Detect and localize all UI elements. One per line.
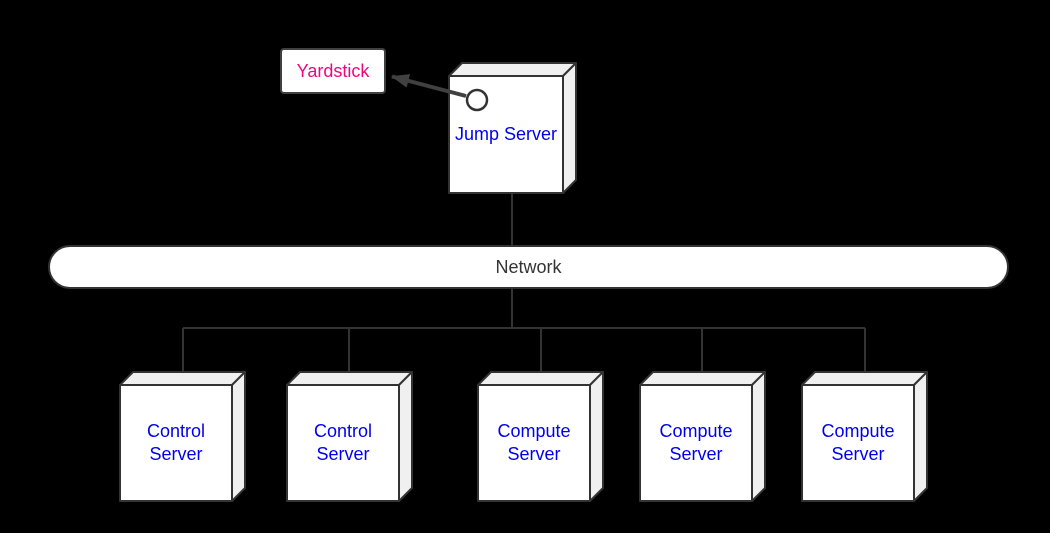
compute-server-2-box bbox=[639, 371, 766, 502]
network-label: Network bbox=[495, 256, 562, 277]
control-server-2-box bbox=[286, 371, 413, 502]
interface-circle-icon bbox=[465, 88, 489, 112]
jump-server-box bbox=[448, 62, 577, 194]
compute-server-3-box bbox=[801, 371, 928, 502]
yardstick-node: Yardstick bbox=[280, 48, 386, 94]
control-server-1-box bbox=[119, 371, 246, 502]
yardstick-label: Yardstick bbox=[296, 60, 370, 81]
network-bus-node: Network bbox=[48, 245, 1009, 289]
compute-server-1-box bbox=[477, 371, 604, 502]
dependency-arrow-icon bbox=[391, 74, 467, 98]
